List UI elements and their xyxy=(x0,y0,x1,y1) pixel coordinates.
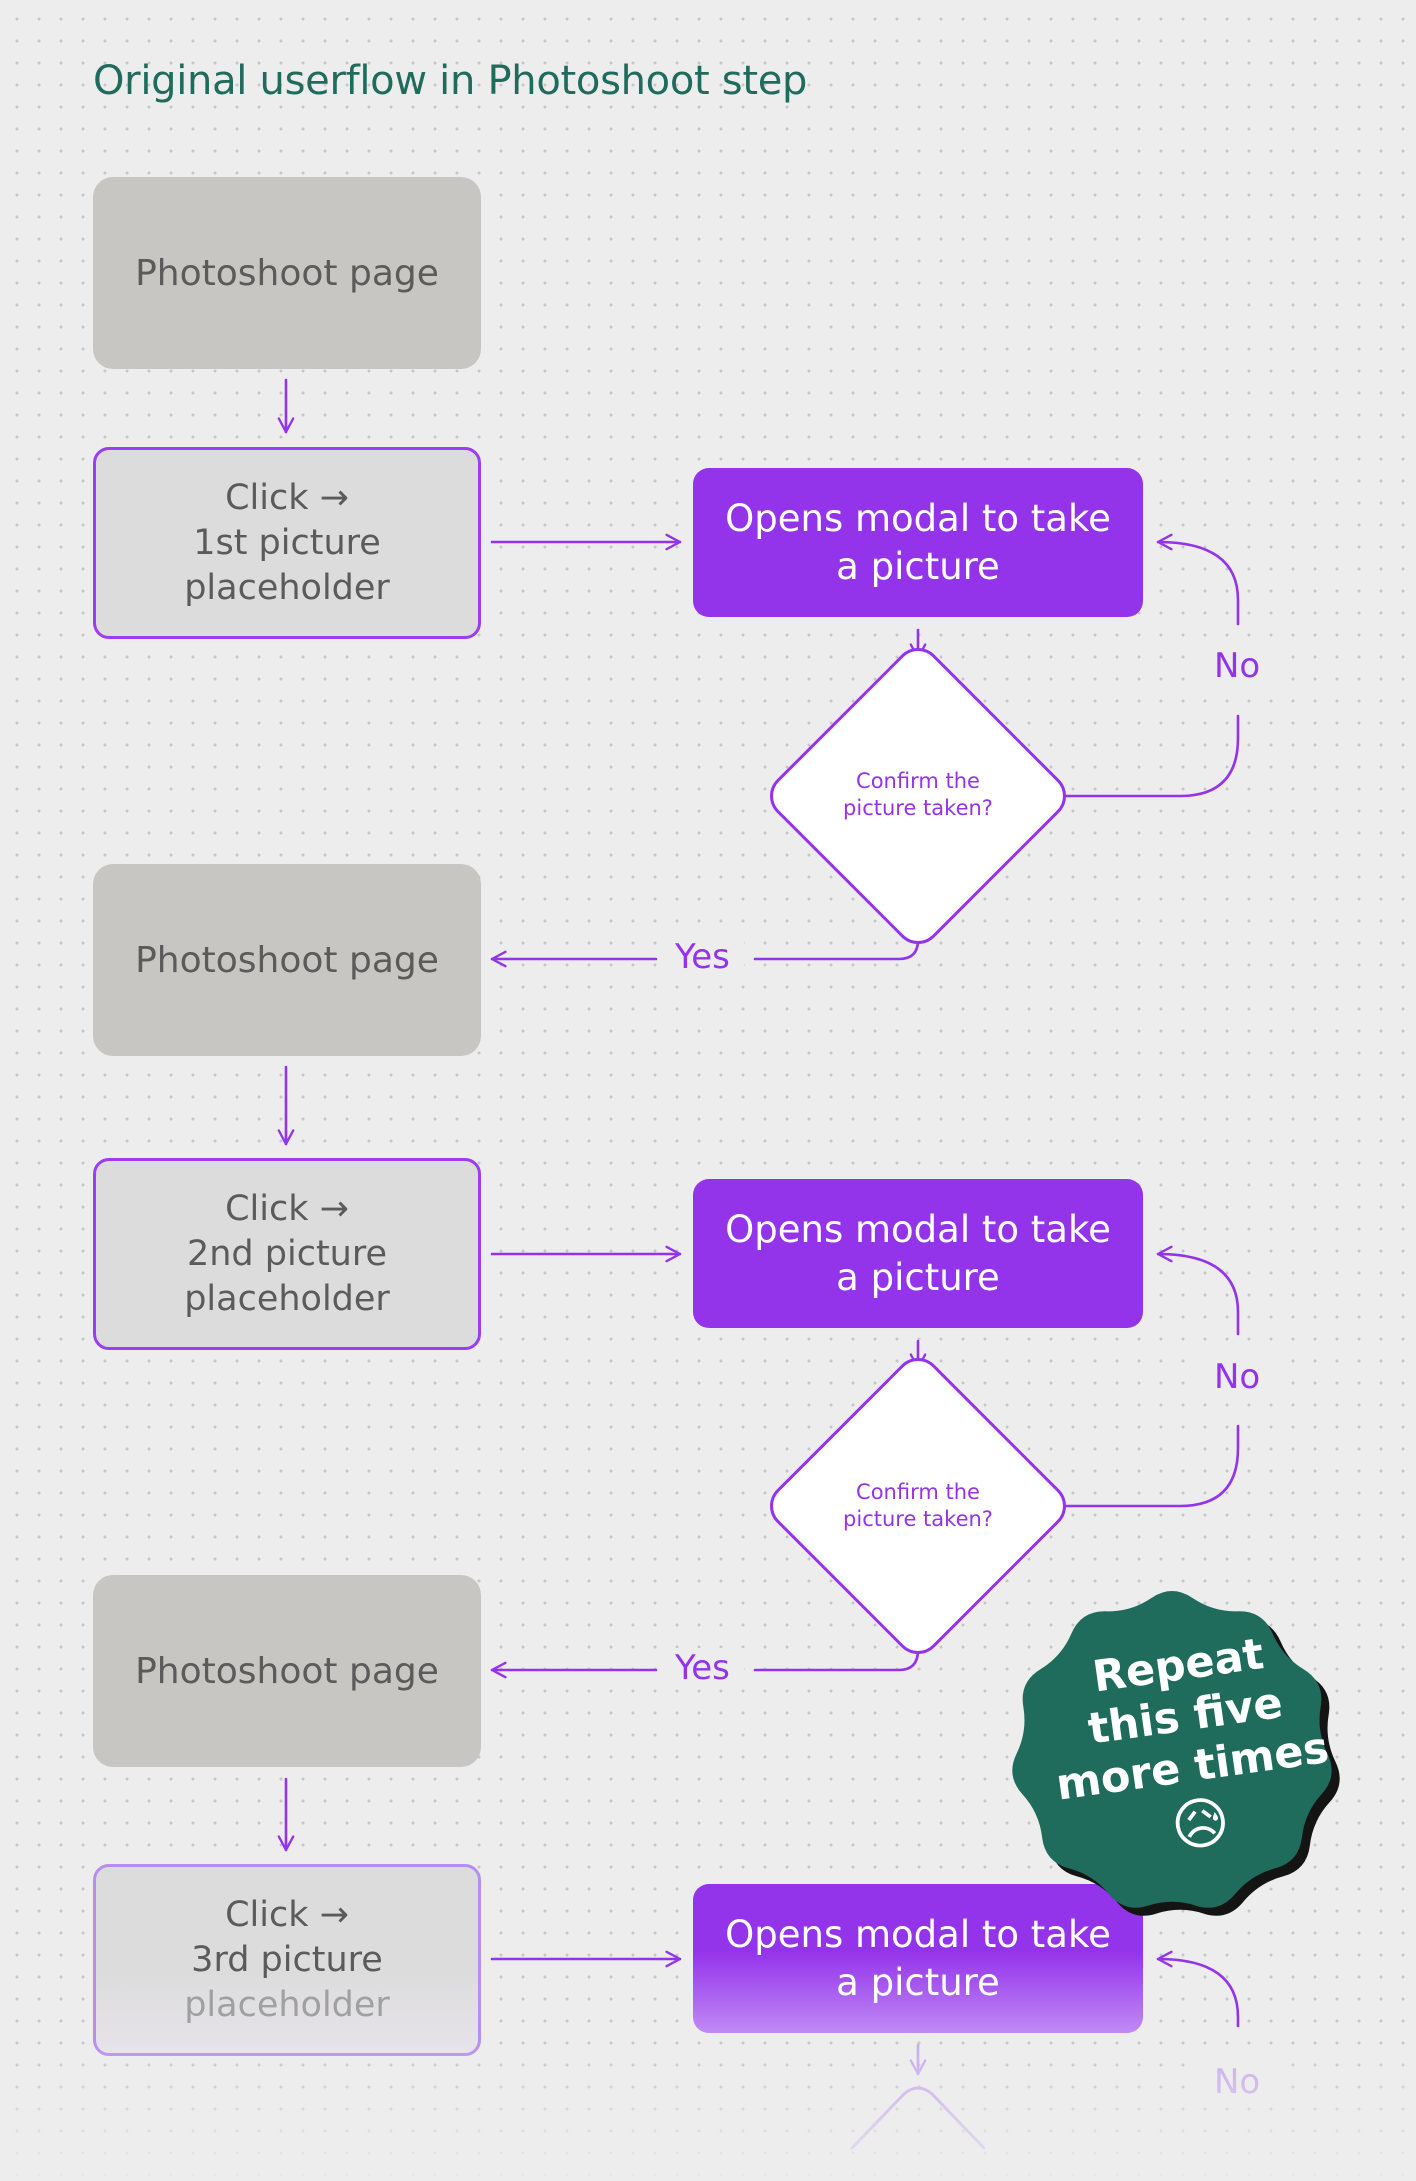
open-modal-node-2: Opens modal to take a picture xyxy=(693,1179,1143,1328)
click-label: Click → xyxy=(225,1188,349,1229)
open-modal-node-3: Opens modal to take a picture xyxy=(693,1884,1143,2033)
placeholder-label: placeholder xyxy=(184,1984,390,2025)
yes-2-right xyxy=(753,1642,920,1672)
picture-ordinal-label: 3rd picture xyxy=(191,1939,383,1980)
photoshoot-page-label: Photoshoot page xyxy=(135,939,439,981)
decision-label-line2: picture taken? xyxy=(843,1507,993,1531)
photoshoot-page-node-2: Photoshoot page xyxy=(93,864,481,1056)
edge-label-no-1: No xyxy=(1200,646,1275,686)
loop-no-3-upper xyxy=(1156,1950,1240,2028)
open-modal-node-1: Opens modal to take a picture xyxy=(693,468,1143,617)
modal-label-line1: Opens modal to take xyxy=(725,1912,1111,1956)
edge-label-yes-2: Yes xyxy=(661,1648,744,1688)
modal-label-line2: a picture xyxy=(836,544,1000,588)
loop-no-2-lower xyxy=(1053,1424,1240,1508)
click-label: Click → xyxy=(225,477,349,518)
edge-label-yes-1: Yes xyxy=(661,937,744,977)
photoshoot-page-label: Photoshoot page xyxy=(135,252,439,294)
click-placeholder-node-2: Click → 2nd picture placeholder xyxy=(93,1158,481,1350)
decision-diamond-2 xyxy=(770,1358,1066,1654)
decision-diamond-3-partial xyxy=(850,2086,986,2150)
click-placeholder-node-1: Click → 1st picture placeholder xyxy=(93,447,481,639)
decision-label-1: Confirm the picture taken? xyxy=(818,768,1018,822)
loop-no-1-lower xyxy=(1053,714,1240,798)
modal-label-line2: a picture xyxy=(836,1255,1000,1299)
photoshoot-page-label: Photoshoot page xyxy=(135,1650,439,1692)
repeat-badge xyxy=(1012,1590,1332,1908)
decision-label-2: Confirm the picture taken? xyxy=(818,1479,1018,1533)
yes-1-right xyxy=(753,932,920,961)
placeholder-label: placeholder xyxy=(184,567,390,608)
loop-no-1-upper xyxy=(1156,533,1240,626)
edge-label-no-2: No xyxy=(1200,1357,1275,1397)
click-label: Click → xyxy=(225,1894,349,1935)
modal-label-line1: Opens modal to take xyxy=(725,496,1111,540)
modal-label-line1: Opens modal to take xyxy=(725,1207,1111,1251)
picture-ordinal-label: 2nd picture xyxy=(186,1233,388,1274)
edge-label-no-3: No xyxy=(1200,2062,1275,2102)
loop-no-2-upper xyxy=(1156,1245,1240,1336)
photoshoot-page-node-1: Photoshoot page xyxy=(93,177,481,369)
decision-diamond-1 xyxy=(770,648,1066,944)
repeat-badge-text: Repeat this five more times 😥 xyxy=(1026,1620,1354,1879)
decision-label-line2: picture taken? xyxy=(843,796,993,820)
click-placeholder-node-3: Click → 3rd picture placeholder xyxy=(93,1864,481,2056)
photoshoot-page-node-3: Photoshoot page xyxy=(93,1575,481,1767)
decision-label-line1: Confirm the xyxy=(856,769,980,793)
picture-ordinal-label: 1st picture xyxy=(193,522,381,563)
page-title: Original userflow in Photoshoot step xyxy=(93,58,808,104)
placeholder-label: placeholder xyxy=(184,1278,390,1319)
modal-label-line2: a picture xyxy=(836,1960,1000,2004)
decision-label-line1: Confirm the xyxy=(856,1480,980,1504)
